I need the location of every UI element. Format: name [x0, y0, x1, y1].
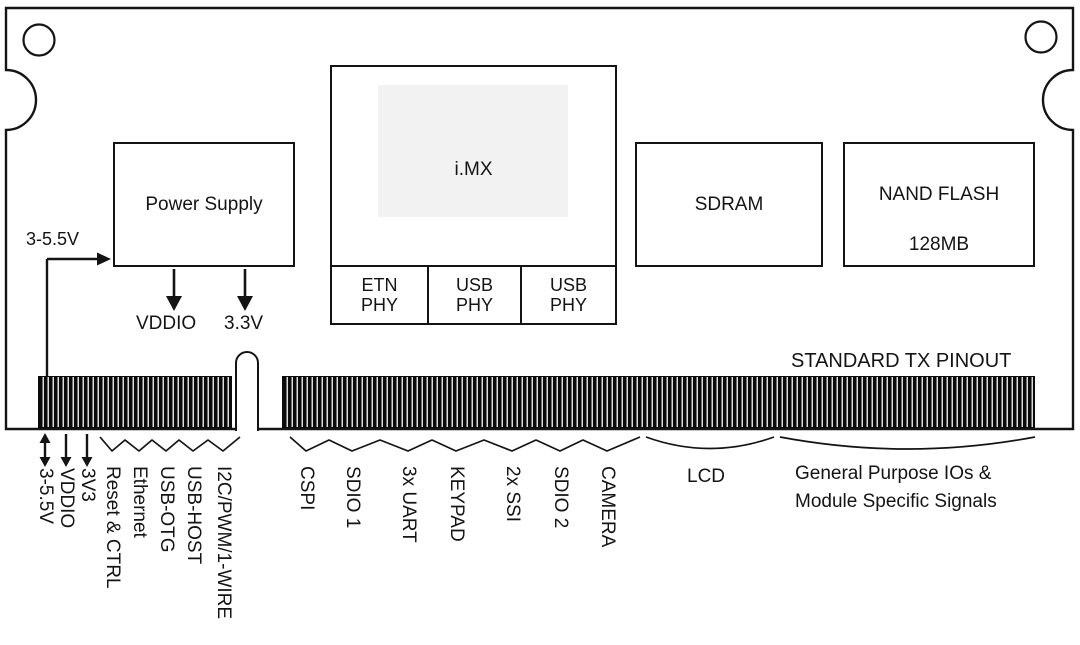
nand-flash-block: NAND FLASH 128MB [843, 142, 1035, 267]
mounting-hole-left-icon [22, 23, 56, 57]
imx-block: i.MX [330, 65, 617, 267]
input-power-arrowhead-icon [97, 252, 111, 266]
ctrl-pin-label-reset: Reset & CTRL [102, 466, 123, 589]
connector-key-notch [235, 351, 259, 431]
ctrl-pin-label-usb-host: USB-HOST [183, 466, 204, 565]
power-supply-block: Power Supply [113, 142, 295, 267]
ctrl-pin-label-ethernet: Ethernet [129, 466, 150, 538]
pin-power-arrow-2-down-icon [60, 457, 72, 467]
ctrl-signals-brace [99, 436, 241, 452]
imx-label: i.MX [454, 159, 493, 180]
etn-phy-block: ETN PHY [330, 265, 429, 325]
bus-pin-label-uart: 3x UART [398, 466, 419, 543]
bus-signals-brace [289, 436, 641, 452]
usb-phy-block-1: USB PHY [427, 265, 522, 325]
etn-phy-label-line2: PHY [360, 295, 398, 315]
gpio-signal-label-line1: General Purpose IOs & [795, 463, 992, 484]
bus-pin-label-ssi: 2x SSI [502, 466, 523, 522]
etn-phy-label-line1: ETN [361, 275, 398, 295]
usb-phy-block-2: USB PHY [520, 265, 617, 325]
vddio-output-label: VDDIO [136, 313, 197, 334]
pin-strip-right [282, 376, 1035, 428]
ctrl-pin-label-usb-otg: USB-OTG [156, 466, 177, 553]
nand-flash-label: NAND FLASH [878, 183, 1000, 205]
pin-power-arrow-1-up-icon [39, 433, 51, 443]
power-supply-label: Power Supply [145, 193, 263, 215]
mounting-hole-right-icon [1024, 20, 1058, 54]
pin-power-arrow-3-down-icon [81, 457, 93, 467]
bus-pin-label-sdio2: SDIO 2 [550, 466, 571, 529]
v33-arrowhead-icon [237, 296, 253, 311]
bus-pin-label-sdio1: SDIO 1 [342, 466, 363, 529]
usb-phy-1-label-line1: USB [455, 275, 493, 295]
bus-pin-label-camera: CAMERA [597, 466, 618, 548]
power-pin-label-vddio: VDDIO [56, 468, 77, 529]
lcd-signal-label: LCD [687, 466, 726, 487]
lcd-brace [645, 436, 775, 450]
power-pin-label-3v3: 3V3 [77, 468, 98, 502]
sdram-label: SDRAM [694, 193, 764, 215]
ctrl-pin-label-i2c-pwm-1wire: I2C/PWM/1-WIRE [213, 466, 234, 620]
bus-pin-label-cspi: CSPI [296, 466, 317, 511]
usb-phy-2-label-line1: USB [549, 275, 587, 295]
pinout-title: STANDARD TX PINOUT [791, 350, 1012, 372]
board-outline [4, 6, 1075, 431]
bus-pin-label-keypad: KEYPAD [446, 466, 467, 542]
imx-watermark [378, 85, 568, 217]
gpio-brace [779, 436, 1036, 450]
v33-output-label: 3.3V [224, 313, 264, 334]
gpio-signal-label-line2: Module Specific Signals [795, 491, 997, 512]
nand-flash-size-label: 128MB [908, 233, 970, 255]
power-pin-label-input: 3-5.5V [35, 468, 56, 524]
input-voltage-label: 3-5.5V [26, 229, 80, 249]
sdram-block: SDRAM [635, 142, 823, 267]
usb-phy-1-label-line2: PHY [455, 295, 493, 315]
usb-phy-2-label-line2: PHY [549, 295, 587, 315]
pin-power-arrow-1-down-icon [39, 457, 51, 467]
vddio-arrowhead-icon [166, 296, 182, 311]
pin-strip-left [38, 376, 232, 428]
